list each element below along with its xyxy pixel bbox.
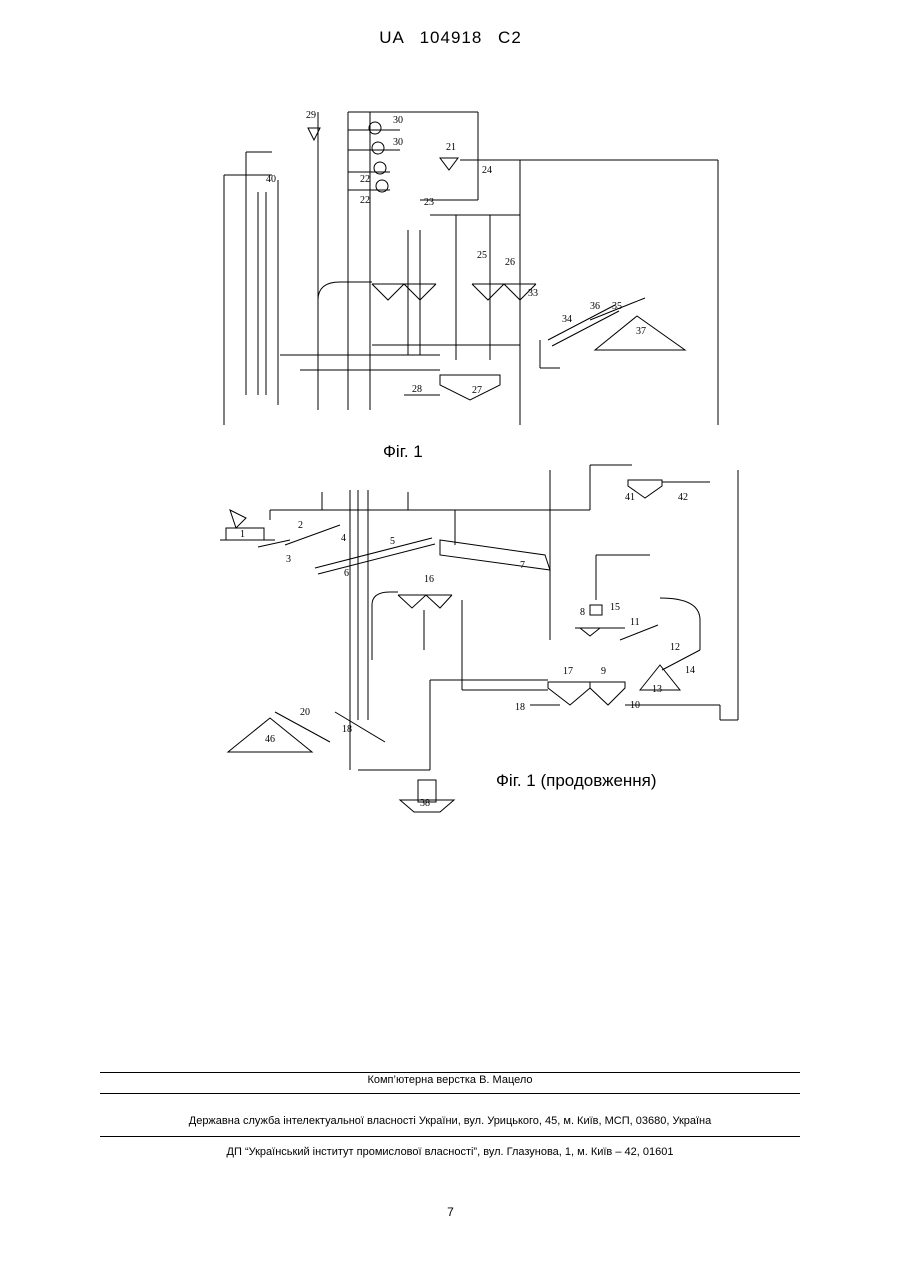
svg-text:5: 5 (390, 536, 395, 547)
svg-text:18: 18 (515, 702, 525, 713)
svg-text:13: 13 (652, 684, 662, 695)
publisher-address: Державна служба інтелектуальної власност… (100, 1115, 800, 1127)
footer-rule-top (100, 1072, 800, 1073)
layout-credit: Комп’ютерна верстка В. Мацело (100, 1074, 800, 1086)
svg-text:15: 15 (610, 602, 620, 613)
svg-text:16: 16 (424, 574, 434, 585)
svg-text:20: 20 (300, 707, 310, 718)
svg-text:3: 3 (286, 554, 291, 565)
svg-text:46: 46 (265, 734, 275, 745)
svg-text:42: 42 (678, 492, 688, 503)
svg-text:9: 9 (601, 666, 606, 677)
svg-text:11: 11 (630, 617, 640, 628)
svg-text:17: 17 (563, 666, 573, 677)
footer-rule-middle (100, 1093, 800, 1094)
svg-text:38: 38 (420, 798, 430, 809)
svg-text:41: 41 (625, 492, 635, 503)
svg-text:2: 2 (298, 520, 303, 531)
footer-rule-bottom (100, 1136, 800, 1137)
svg-text:10: 10 (630, 700, 640, 711)
svg-text:4: 4 (341, 533, 346, 544)
svg-text:14: 14 (685, 665, 695, 676)
svg-text:1: 1 (240, 529, 245, 540)
svg-text:12: 12 (670, 642, 680, 653)
svg-text:18: 18 (342, 724, 352, 735)
figure-1-continuation-caption: Фіг. 1 (продовження) (496, 771, 657, 791)
institute-address: ДП “Український інститут промислової вла… (100, 1146, 800, 1158)
svg-text:8: 8 (580, 607, 585, 618)
svg-text:7: 7 (520, 560, 525, 571)
svg-text:6: 6 (344, 568, 349, 579)
page-number: 7 (0, 1205, 901, 1219)
